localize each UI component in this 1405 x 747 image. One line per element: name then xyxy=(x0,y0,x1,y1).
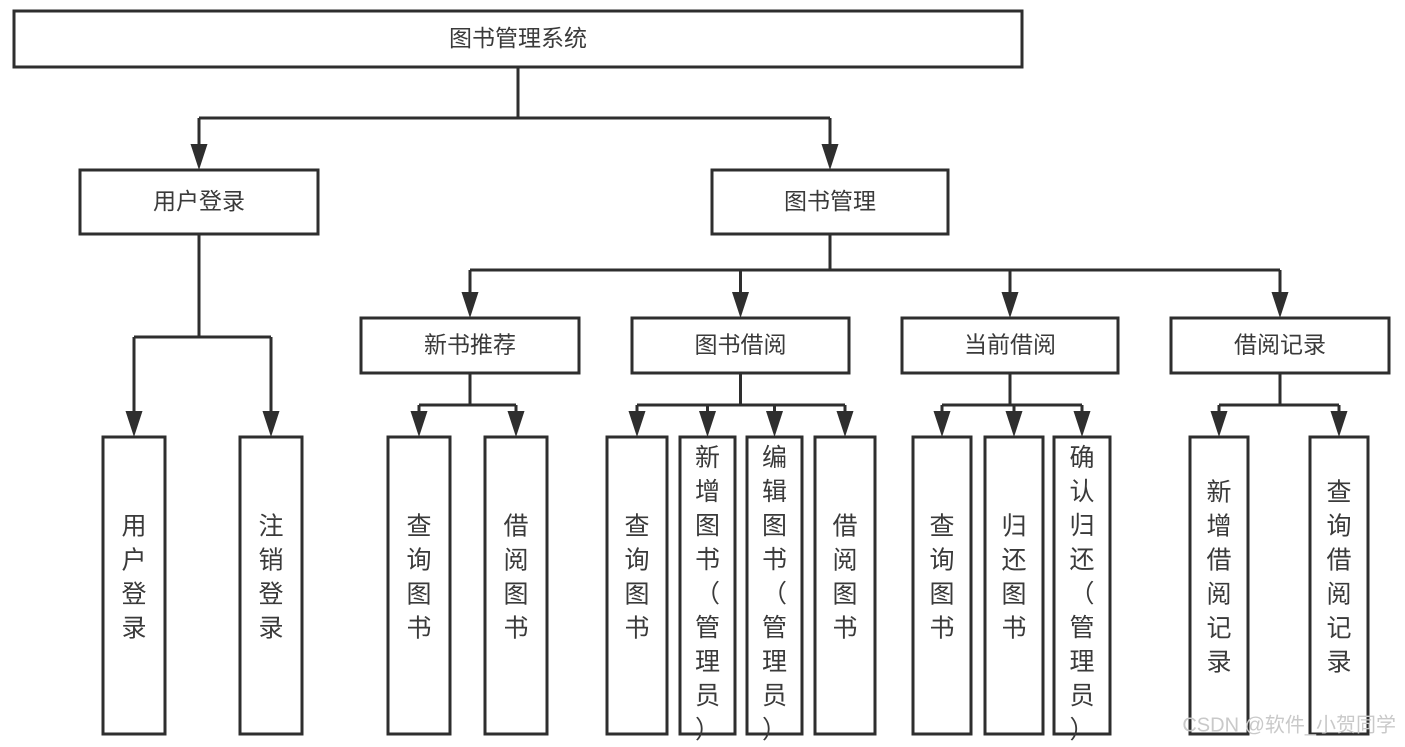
node-leaf-borrow-book-recommend[interactable]: 借阅图书 xyxy=(483,435,549,736)
connector-arrowhead xyxy=(933,411,951,437)
node-box[interactable] xyxy=(1169,316,1391,375)
node-label: 确认归还（管理员） xyxy=(1069,444,1094,744)
node-box[interactable] xyxy=(911,435,973,736)
connector-user-login xyxy=(125,234,280,437)
node-leaf-query-book-recommend[interactable]: 查询图书 xyxy=(386,435,452,736)
node-layer: 图书管理系统用户登录图书管理新书推荐图书借阅当前借阅借阅记录用户登录注销登录查询… xyxy=(12,9,1391,744)
node-box[interactable] xyxy=(678,435,737,736)
node-leaf-add-borrow-record[interactable]: 新增借阅记录 xyxy=(1188,435,1250,736)
connector-current-borrow xyxy=(933,373,1091,437)
node-label: 新增借阅记录 xyxy=(1206,479,1231,677)
connector-arrowhead xyxy=(1210,411,1228,437)
connector-book-borrow xyxy=(628,373,854,437)
node-box[interactable] xyxy=(359,316,581,375)
node-leaf-add-book[interactable]: 新增图书（管理员） xyxy=(678,435,737,744)
connector-arrowhead xyxy=(628,411,646,437)
node-leaf-confirm-return[interactable]: 确认归还（管理员） xyxy=(1052,435,1112,744)
connector-layer xyxy=(125,67,1348,437)
node-leaf-user-login[interactable]: 用户登录 xyxy=(101,435,167,736)
csdn-watermark: CSDN @软件_小贺同学 xyxy=(1182,713,1396,736)
connector-arrowhead xyxy=(732,292,749,318)
connector-arrowhead xyxy=(262,411,280,437)
node-label: 查询图书 xyxy=(929,513,954,643)
connector-arrowhead xyxy=(1330,411,1348,437)
connector-arrowhead xyxy=(1073,411,1091,437)
node-label: 用户登录 xyxy=(121,513,146,643)
node-book-management[interactable]: 图书管理 xyxy=(710,168,950,236)
node-label: 查询图书 xyxy=(406,513,431,643)
node-leaf-query-borrow-record[interactable]: 查询借阅记录 xyxy=(1308,435,1370,736)
node-current-borrow[interactable]: 当前借阅 xyxy=(900,316,1120,375)
watermark-layer: CSDN @软件_小贺同学 xyxy=(1182,713,1396,736)
node-label: 新增图书（管理员） xyxy=(695,444,720,744)
connector-arrowhead xyxy=(461,292,479,318)
node-label: 当前借阅 xyxy=(964,332,1056,358)
node-box[interactable] xyxy=(630,316,851,375)
node-label: 图书管理系统 xyxy=(449,25,587,51)
connector-root xyxy=(190,67,839,170)
connector-arrowhead xyxy=(125,411,143,437)
node-leaf-logout[interactable]: 注销登录 xyxy=(238,435,304,736)
node-box[interactable] xyxy=(1188,435,1250,736)
node-box[interactable] xyxy=(983,435,1045,736)
node-label: 用户登录 xyxy=(153,188,245,214)
connector-arrowhead xyxy=(1001,292,1019,318)
node-leaf-return-book[interactable]: 归还图书 xyxy=(983,435,1045,736)
connector-book-management xyxy=(461,234,1289,318)
node-label: 查询借阅记录 xyxy=(1326,479,1351,677)
connector-borrow-record xyxy=(1210,373,1348,437)
node-label: 借阅图书 xyxy=(503,513,528,643)
connector-arrowhead xyxy=(699,411,716,437)
node-user-login[interactable]: 用户登录 xyxy=(78,168,320,236)
node-box[interactable] xyxy=(745,435,804,736)
connector-arrowhead xyxy=(190,144,208,170)
node-label: 查询图书 xyxy=(624,513,649,643)
node-leaf-query-book-borrow[interactable]: 查询图书 xyxy=(605,435,669,736)
connector-arrowhead xyxy=(766,411,783,437)
node-box[interactable] xyxy=(78,168,320,236)
connector-arrowhead xyxy=(821,144,839,170)
connector-arrowhead xyxy=(836,411,854,437)
node-label: 借阅图书 xyxy=(832,513,857,643)
node-leaf-edit-book[interactable]: 编辑图书（管理员） xyxy=(745,435,804,744)
node-label: 图书管理 xyxy=(784,188,876,214)
node-book-borrow[interactable]: 图书借阅 xyxy=(630,316,851,375)
node-label: 编辑图书（管理员） xyxy=(762,444,787,744)
node-box[interactable] xyxy=(386,435,452,736)
node-root[interactable]: 图书管理系统 xyxy=(12,9,1024,69)
node-box[interactable] xyxy=(101,435,167,736)
node-box[interactable] xyxy=(238,435,304,736)
node-label: 新书推荐 xyxy=(424,332,516,358)
node-box[interactable] xyxy=(710,168,950,236)
node-new-book-recommend[interactable]: 新书推荐 xyxy=(359,316,581,375)
node-box[interactable] xyxy=(12,9,1024,69)
connector-new-book-recommend xyxy=(410,373,525,437)
node-label: 借阅记录 xyxy=(1234,332,1326,358)
node-box[interactable] xyxy=(1052,435,1112,736)
node-box[interactable] xyxy=(900,316,1120,375)
connector-arrowhead xyxy=(507,411,525,437)
node-leaf-borrow-book[interactable]: 借阅图书 xyxy=(813,435,877,736)
node-label: 图书借阅 xyxy=(695,332,787,358)
node-label: 归还图书 xyxy=(1001,513,1026,643)
connector-arrowhead xyxy=(410,411,428,437)
node-box[interactable] xyxy=(483,435,549,736)
connector-arrowhead xyxy=(1005,411,1023,437)
node-borrow-record[interactable]: 借阅记录 xyxy=(1169,316,1391,375)
node-leaf-query-book-current[interactable]: 查询图书 xyxy=(911,435,973,736)
node-box[interactable] xyxy=(605,435,669,736)
node-box[interactable] xyxy=(813,435,877,736)
node-box[interactable] xyxy=(1308,435,1370,736)
connector-arrowhead xyxy=(1271,292,1289,318)
node-label: 注销登录 xyxy=(258,513,283,643)
